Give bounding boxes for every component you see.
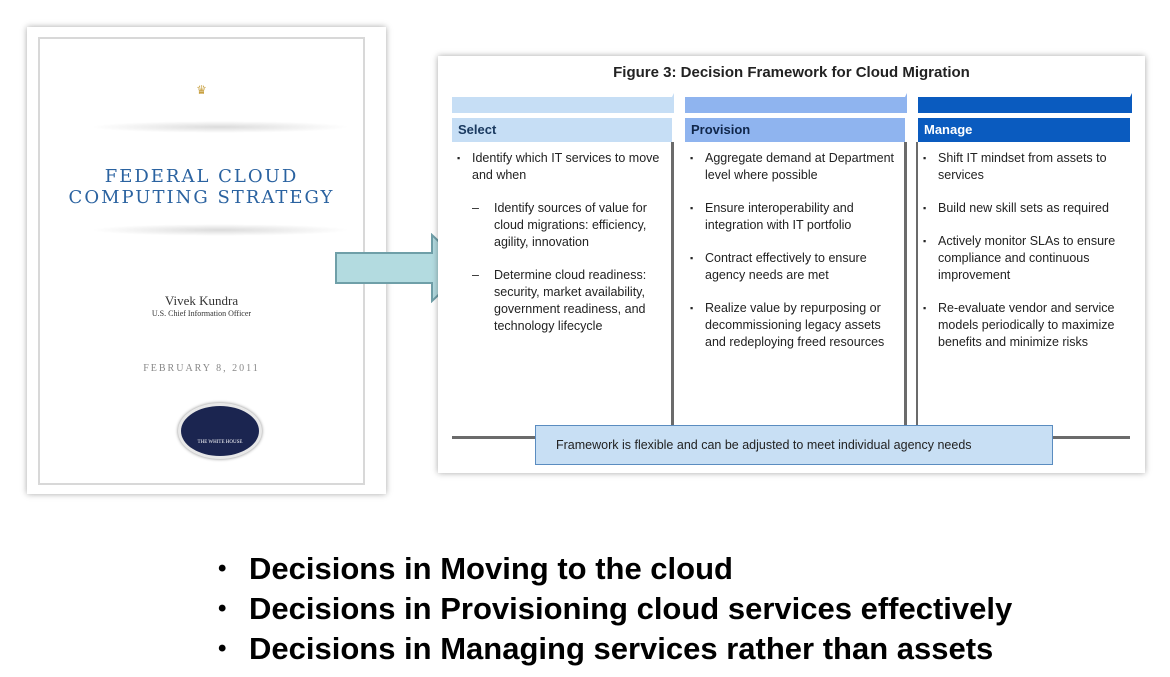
- cover-title-line: COMPUTING STRATEGY: [68, 187, 335, 208]
- cover-title-line: FEDERAL CLOUD: [104, 166, 299, 187]
- list-item: Shift IT mindset from assets to services: [923, 150, 1122, 184]
- list-item: Build new skill sets as required: [923, 200, 1122, 217]
- bullet-icon: •: [218, 555, 227, 582]
- decision-framework-figure: Figure 3: Decision Framework for Cloud M…: [438, 56, 1145, 473]
- seal-text: THE WHITE HOUSE: [197, 440, 243, 445]
- column-divider: [916, 142, 918, 437]
- column-header: Provision: [685, 118, 905, 142]
- list-item: Identify which IT services to move and w…: [457, 150, 664, 184]
- column-divider: [904, 142, 907, 437]
- divider: [90, 224, 350, 236]
- framework-note-banner: Framework is flexible and can be adjuste…: [535, 425, 1053, 465]
- list-item: Ensure interoperability and integration …: [690, 200, 897, 234]
- list-item: Aggregate demand at Department level whe…: [690, 150, 897, 184]
- phase-arrow-band: [918, 93, 1132, 113]
- bullet-icon: •: [218, 595, 227, 622]
- bullet-text: Decisions in Provisioning cloud services…: [249, 591, 1013, 626]
- bullet-text: Decisions in Managing services rather th…: [249, 631, 994, 666]
- bullet-item: • Decisions in Moving to the cloud: [218, 549, 1012, 589]
- column-manage: Manage Shift IT mindset from assets to s…: [918, 93, 1132, 367]
- bullet-icon: •: [218, 635, 227, 662]
- divider: [90, 121, 350, 133]
- column-header: Select: [452, 118, 672, 142]
- column-header: Manage: [918, 118, 1130, 142]
- bullet-text: Decisions in Moving to the cloud: [249, 551, 733, 586]
- bullet-item: • Decisions in Provisioning cloud service…: [218, 589, 1012, 629]
- list-item: Actively monitor SLAs to ensure complian…: [923, 233, 1122, 284]
- bullet-item: • Decisions in Managing services rather t…: [218, 629, 1012, 669]
- figure-title: Figure 3: Decision Framework for Cloud M…: [613, 64, 970, 81]
- column-provision: Provision Aggregate demand at Department…: [685, 93, 907, 367]
- crest-icon: ♛: [196, 83, 207, 97]
- cover-author: Vivek Kundra: [164, 293, 239, 308]
- cover-date: FEBRUARY 8, 2011: [143, 363, 260, 374]
- list-item: Realize value by repurposing or decommis…: [690, 300, 897, 351]
- column-select: Select Identify which IT services to mov…: [452, 93, 674, 351]
- slide-bullets: • Decisions in Moving to the cloud • Decis…: [218, 549, 1012, 669]
- column-divider: [671, 142, 674, 437]
- white-house-seal-icon: THE WHITE HOUSE: [178, 403, 262, 459]
- list-subitem: Identify sources of value for cloud migr…: [472, 200, 664, 251]
- list-item: Contract effectively to ensure agency ne…: [690, 250, 897, 284]
- list-subitem: Determine cloud readiness: security, mar…: [472, 267, 664, 335]
- phase-arrow-band: [452, 93, 674, 113]
- list-item: Re-evaluate vendor and service models pe…: [923, 300, 1122, 351]
- cover-role: U.S. Chief Information Officer: [151, 309, 252, 318]
- phase-arrow-band: [685, 93, 907, 113]
